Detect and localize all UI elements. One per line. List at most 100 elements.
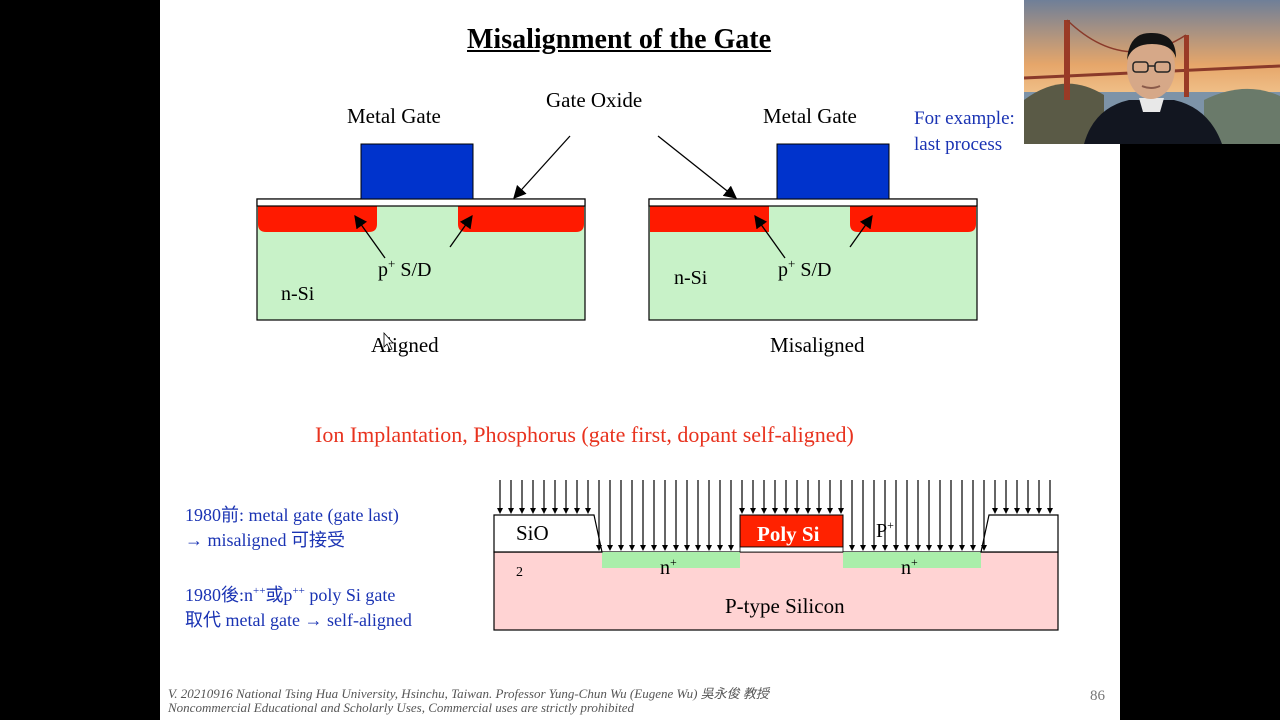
implant-arrow-head — [574, 508, 580, 514]
n-plus-label-right: n+ — [901, 555, 918, 579]
history-line-2: → misaligned 可接受 — [185, 530, 345, 550]
implant-arrow-head — [893, 545, 899, 551]
slide: Misalignment of the Gate Metal Gate Gate… — [160, 0, 1120, 720]
implant-arrow-head — [794, 508, 800, 514]
implant-arrow-head — [871, 545, 877, 551]
substrate-label-aligned: n-Si — [281, 283, 315, 305]
sd-label-misaligned: p+ S/D — [778, 256, 831, 281]
implant-arrow-head — [640, 545, 646, 551]
gate-oxide-thin — [739, 546, 844, 553]
footer-line-1: V. 20210916 National Tsing Hua Universit… — [168, 686, 769, 701]
metal-gate — [360, 143, 474, 200]
footer-line-2: Noncommercial Educational and Scholarly … — [168, 700, 635, 715]
webcam-video — [1024, 0, 1280, 144]
gate-oxide-layer — [256, 198, 586, 207]
implant-arrow-head — [607, 545, 613, 551]
implant-arrow-head — [618, 545, 624, 551]
ion-implantation-diagram: SiO 2 Poly Si P+ n+ n+ P-type Silicon — [493, 480, 1059, 631]
caption-aligned: Aligned — [371, 333, 439, 357]
mosfet-diagrams: p+ S/D n-Si Aligned p+ S/D n-Si Misalign… — [256, 135, 978, 357]
source-region — [258, 206, 377, 232]
poly-si-label: Poly Si — [757, 522, 820, 546]
n-plus-label-left: n+ — [660, 555, 677, 579]
implant-arrow-head — [926, 545, 932, 551]
implant-arrow-head — [948, 545, 954, 551]
n-plus-region-left — [602, 552, 740, 568]
oxide-left — [493, 514, 603, 553]
sd-arrow-left — [354, 214, 386, 259]
implant-arrow-head — [992, 508, 998, 514]
metal-gate-label-misaligned: Metal Gate — [763, 104, 857, 128]
drain-region — [458, 206, 584, 232]
mouse-cursor-icon — [383, 331, 394, 351]
implant-arrow-head — [629, 545, 635, 551]
implant-arrow-head — [596, 545, 602, 551]
implant-arrows — [497, 480, 1053, 551]
implant-arrow-head — [805, 508, 811, 514]
implant-arrow-head — [1003, 508, 1009, 514]
implant-arrow-head — [772, 508, 778, 514]
webcam-overlay — [1024, 0, 1280, 144]
implant-arrow-head — [937, 545, 943, 551]
metal-gate-label-aligned: Metal Gate — [347, 104, 441, 128]
metal-gate — [776, 143, 890, 200]
ion-implantation-heading: Ion Implantation, Phosphorus (gate first… — [315, 422, 854, 447]
implant-arrow-head — [497, 508, 503, 514]
implant-arrow-head — [519, 508, 525, 514]
implant-arrow-head — [728, 545, 734, 551]
history-line-3: 1980後:n++或p++ poly Si gate — [185, 585, 396, 605]
oxide-label: SiO — [516, 521, 549, 545]
implant-arrow-head — [761, 508, 767, 514]
implant-arrow-head — [508, 508, 514, 514]
drain-region — [850, 206, 976, 232]
implant-arrow-head — [552, 508, 558, 514]
gate-oxide-arrow-right — [657, 135, 738, 199]
gate-oxide-label: Gate Oxide — [546, 88, 643, 112]
sd-arrow-right — [849, 214, 873, 248]
source-region — [650, 206, 769, 232]
example-note-line2: last process — [914, 134, 1003, 155]
implant-arrow-head — [684, 545, 690, 551]
implant-arrow-head — [585, 508, 591, 514]
implant-arrow-head — [849, 545, 855, 551]
implant-arrow-head — [816, 508, 822, 514]
implant-arrow-head — [530, 508, 536, 514]
implant-arrow-head — [1014, 508, 1020, 514]
substrate-label-misaligned: n-Si — [674, 267, 708, 289]
implant-arrow-head — [563, 508, 569, 514]
page-number: 86 — [1090, 688, 1105, 704]
sd-arrow-left — [754, 214, 786, 259]
n-plus-region-right — [843, 552, 981, 568]
implant-arrow-head — [695, 545, 701, 551]
implant-arrow-head — [739, 508, 745, 514]
sd-arrow-right — [449, 214, 473, 248]
p-type-silicon-label: P-type Silicon — [725, 594, 845, 618]
caption-misaligned: Misaligned — [770, 333, 865, 357]
gate-oxide-layer — [648, 198, 978, 207]
gate-oxide-arrow-left — [513, 135, 571, 199]
implant-arrow-head — [904, 545, 910, 551]
implant-arrow-head — [970, 545, 976, 551]
example-note-line1: For example: — [914, 108, 1015, 129]
implant-arrow-head — [1047, 508, 1053, 514]
implant-arrow-head — [541, 508, 547, 514]
implant-arrow-head — [981, 545, 987, 551]
implant-arrow-head — [706, 545, 712, 551]
implant-arrow-head — [750, 508, 756, 514]
slide-title: Misalignment of the Gate — [467, 24, 772, 55]
history-notes: 1980前: metal gate (gate last) → misalign… — [185, 503, 412, 633]
implant-arrow-head — [651, 545, 657, 551]
implant-arrow-head — [673, 545, 679, 551]
oxide-right — [980, 514, 1059, 553]
history-line-1: 1980前: metal gate (gate last) — [185, 505, 399, 525]
implant-arrow-head — [915, 545, 921, 551]
implant-arrow-head — [1036, 508, 1042, 514]
history-line-4: 取代 metal gate → self-aligned — [185, 610, 412, 630]
sd-label-aligned: p+ S/D — [378, 256, 431, 281]
implant-arrow-head — [959, 545, 965, 551]
implant-arrow-head — [838, 508, 844, 514]
implant-arrow-head — [827, 508, 833, 514]
implant-arrow-head — [1025, 508, 1031, 514]
implant-arrow-head — [860, 545, 866, 551]
p-plus-label: P+ — [876, 518, 894, 542]
